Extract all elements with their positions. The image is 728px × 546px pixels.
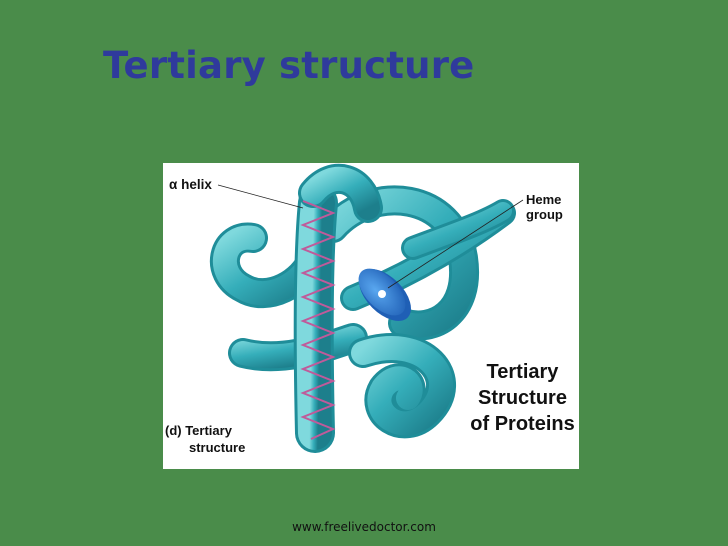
slide-title: Tertiary structure bbox=[103, 44, 475, 87]
heme-group-label: Heme group bbox=[526, 192, 578, 222]
panel-d-label: (d) Tertiary structure bbox=[165, 422, 275, 456]
helix-leader-line bbox=[217, 184, 304, 209]
figure-caption: Tertiary Structure of Proteins bbox=[470, 361, 575, 435]
helix-text: helix bbox=[181, 177, 212, 192]
protein-figure: α helix Heme group (d) Tertiary structur… bbox=[163, 163, 579, 469]
heme-group-disk bbox=[358, 268, 411, 321]
panel-d-line-1: (d) Tertiary bbox=[165, 423, 232, 438]
heme-line-1: Heme bbox=[526, 192, 562, 207]
polypeptide-chain bbox=[210, 163, 516, 453]
alpha-symbol: α bbox=[169, 177, 178, 192]
alpha-helix-label: α helix bbox=[169, 177, 212, 192]
protein-illustration bbox=[210, 163, 524, 453]
heme-line-2: group bbox=[526, 207, 563, 222]
heme-leader-line bbox=[387, 199, 524, 289]
alpha-helix-coil bbox=[300, 200, 336, 440]
panel-d-line-2: structure bbox=[189, 440, 246, 455]
footer-url: www.freelivedoctor.com bbox=[292, 520, 436, 534]
